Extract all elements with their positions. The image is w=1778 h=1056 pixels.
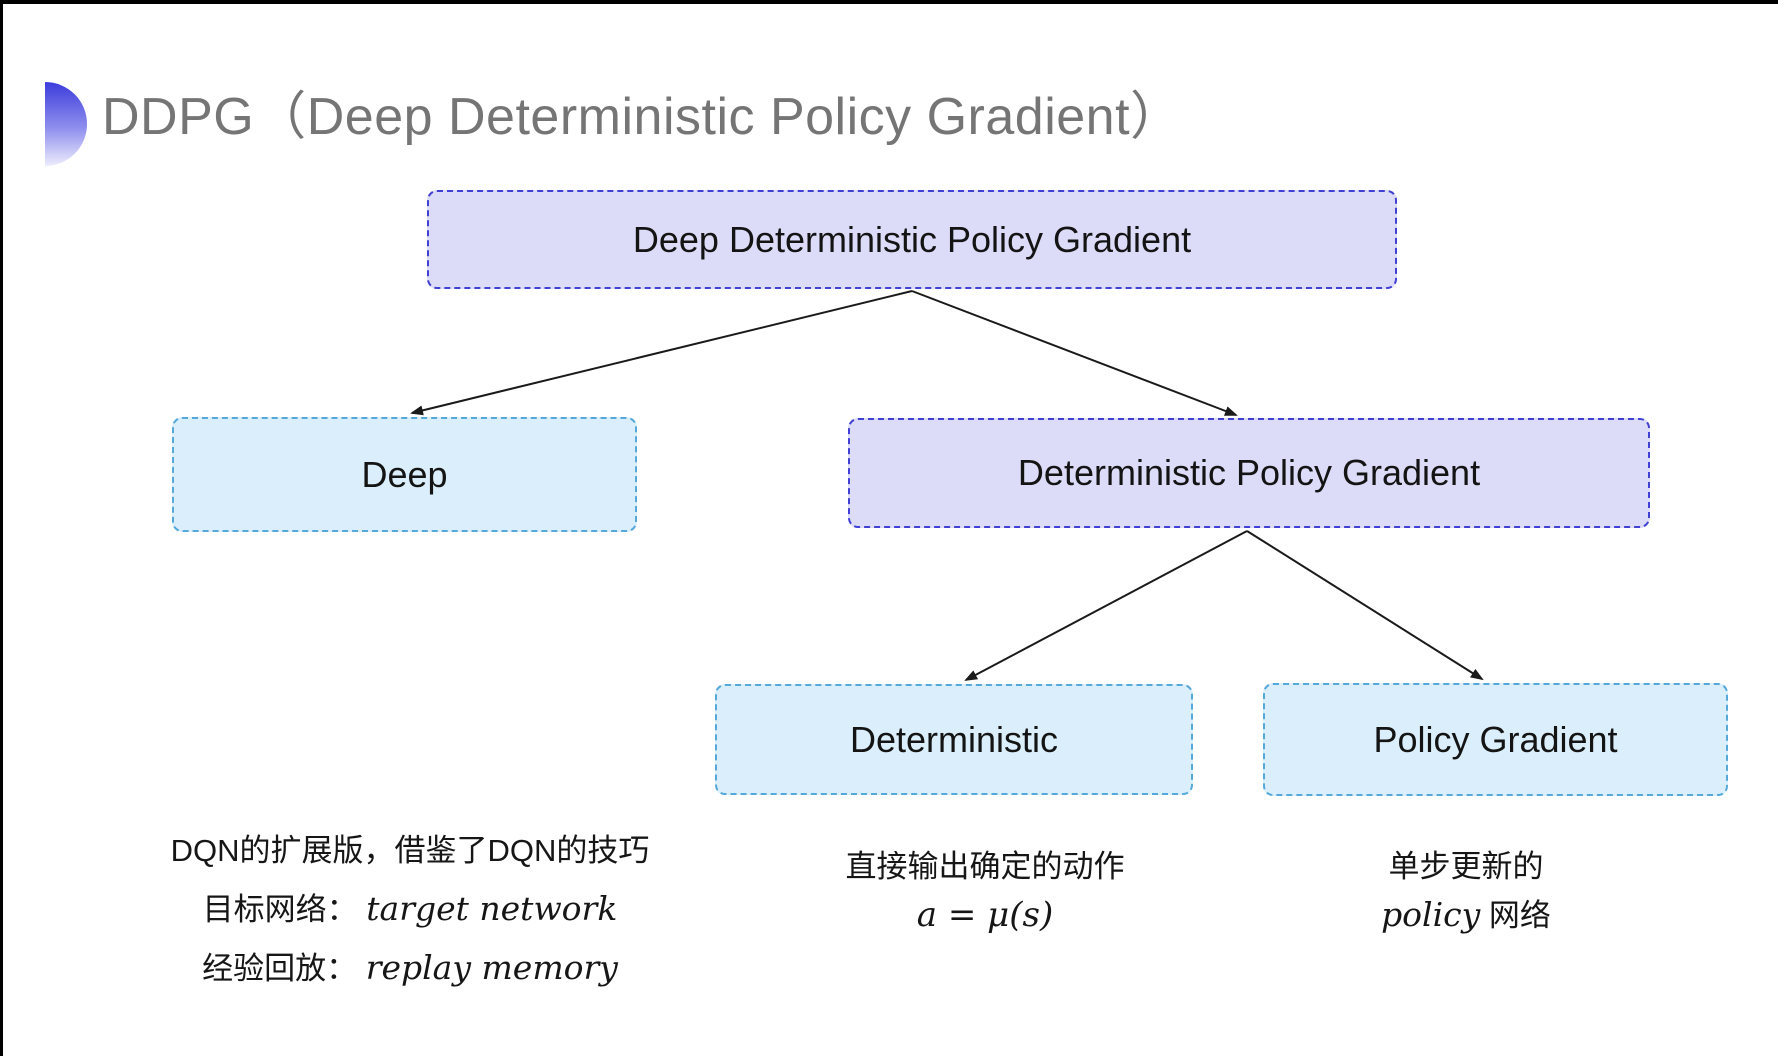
page-title: DDPG（Deep Deterministic Policy Gradient） [102,88,1183,146]
edge-dpg-to-deterministic [964,530,1248,681]
annotation-policy-gradient-line2-rest: 网络 [1480,898,1551,933]
node-deep: Deep [172,417,637,532]
annotation-policy-gradient-line1: 单步更新的 [1388,849,1544,884]
top-border [0,0,1778,4]
annotation-policy-gradient-line2: policy 网络 [1266,891,1666,940]
node-deterministic: Deterministic [715,684,1193,795]
edge-root-to-dpg [911,290,1238,416]
node-deep-label: Deep [361,453,448,495]
node-policy-gradient-label: Policy Gradient [1373,718,1618,760]
node-dpg-label: Deterministic Policy Gradient [1017,452,1481,493]
annotation-deterministic-formula: a = μ(s) [916,895,1054,935]
annotation-deep-line2: 目标网络： target network [105,880,715,939]
annotation-deep-line3: 经验回放： replay memory [105,939,715,998]
annotation-deep-line3-label: 经验回放： [202,951,358,986]
node-policy-gradient: Policy Gradient [1263,683,1728,796]
annotation-policy-gradient-line2-italic: policy [1381,895,1481,934]
left-border [0,0,3,1056]
edge-dpg-to-policy-gradient [1246,530,1484,681]
node-root-label: Deep Deterministic Policy Gradient [632,218,1192,260]
node-deterministic-label: Deterministic [849,718,1059,760]
annotation-policy-gradient: 单步更新的 policy 网络 [1266,843,1666,940]
annotation-deep-line1: DQN的扩展版，借鉴了DQN的技巧 [170,833,650,868]
annotation-deep-line2-value: target network [366,889,618,928]
annotation-deep-line3-value: replay memory [365,948,618,987]
annotation-deep: DQN的扩展版，借鉴了DQN的技巧 目标网络： target network 经… [105,822,715,998]
annotation-deep-line2-label: 目标网络： [202,892,358,927]
node-deterministic-policy-gradient: Deterministic Policy Gradient [848,418,1650,528]
annotation-deterministic-line1: 直接输出确定的动作 [845,849,1125,884]
node-root: Deep Deterministic Policy Gradient [427,190,1397,289]
edge-root-to-deep [410,290,913,416]
annotation-deterministic: 直接输出确定的动作 a = μ(s) [785,843,1185,939]
